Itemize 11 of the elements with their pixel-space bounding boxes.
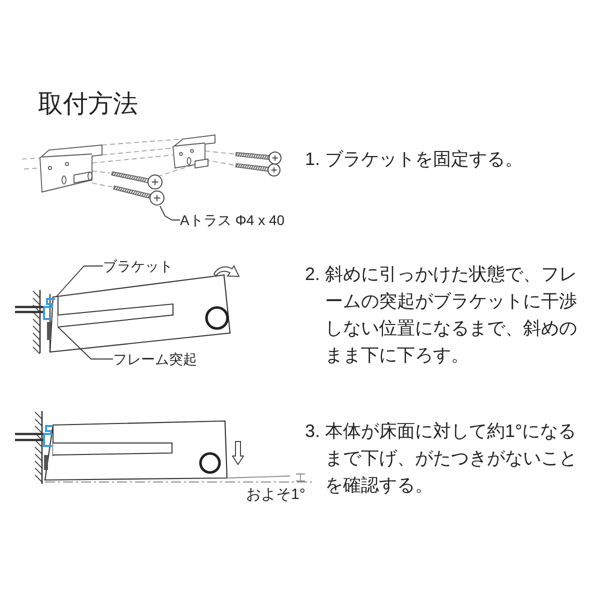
part-label: フレーム突起 — [113, 350, 197, 368]
title: 取付方法 — [38, 89, 138, 119]
step-instruction: 3. 本体が床面に対して約1°になるまで下げ、がたつきがないことを確認する。 — [305, 420, 578, 497]
leader-line — [58, 326, 114, 360]
part-label: ブラケット — [103, 257, 173, 275]
angle-note: およそ1° — [246, 486, 306, 504]
step-instruction: 1. ブラケットを固定する。 — [305, 148, 524, 171]
step-instruction: 2. 斜めに引っかけた状態で、フレームの突起がブラケットに干渉しない位置になるまで、斜めのまま下に下ろす。 — [305, 263, 578, 367]
part-label: Aトラス Φ4 x 40 — [180, 211, 285, 229]
leader-line — [160, 206, 180, 220]
leader-line — [56, 266, 104, 298]
